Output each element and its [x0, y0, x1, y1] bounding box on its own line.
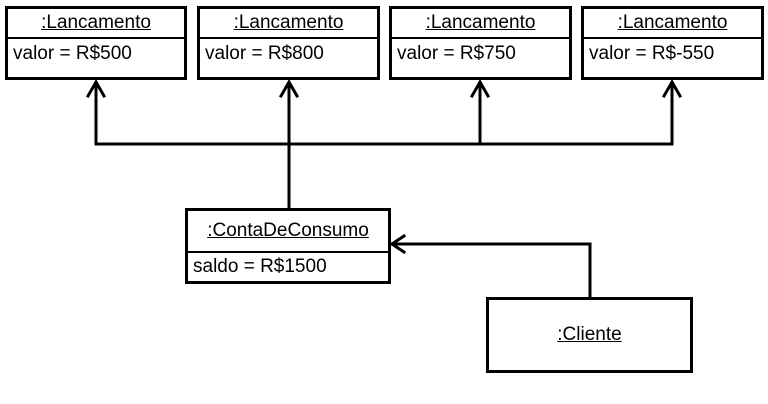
lancamento-title: :Lancamento [233, 12, 344, 33]
conta-title: :ContaDeConsumo [207, 220, 369, 241]
object-divider [8, 37, 184, 39]
object-divider [188, 251, 388, 253]
lancamento-object-1: :Lancamento valor = R$500 [5, 6, 187, 80]
cliente-title: :Cliente [557, 324, 622, 345]
arrowhead-conta [389, 233, 407, 255]
object-divider [584, 37, 761, 39]
lancamento-valor: valor = R$500 [13, 43, 132, 64]
lancamento-title: :Lancamento [425, 12, 536, 33]
arrowhead-lancamento-1 [85, 78, 107, 99]
lancamento-title: :Lancamento [41, 12, 151, 33]
object-divider [200, 37, 377, 39]
object-divider [392, 37, 569, 39]
arrowhead-lancamento-2 [278, 78, 300, 99]
lancamento-valor: valor = R$-550 [589, 43, 715, 64]
cliente-object: :Cliente [486, 297, 693, 373]
lancamento-object-3: :Lancamento valor = R$750 [389, 6, 572, 80]
lancamento-object-2: :Lancamento valor = R$800 [197, 6, 380, 80]
cliente-link-line [390, 242, 592, 300]
conta-de-consumo-object: :ContaDeConsumo saldo = R$1500 [185, 208, 391, 284]
lancamento-title: :Lancamento [617, 12, 728, 33]
arrowhead-lancamento-4 [661, 78, 683, 99]
conta-saldo: saldo = R$1500 [193, 256, 327, 277]
lancamento-valor: valor = R$800 [205, 43, 324, 64]
lancamento-valor: valor = R$750 [397, 43, 516, 64]
lancamento-object-4: :Lancamento valor = R$-550 [581, 6, 764, 80]
arrowhead-lancamento-3 [469, 78, 491, 99]
cliente-title-wrap: :Cliente [489, 300, 690, 370]
